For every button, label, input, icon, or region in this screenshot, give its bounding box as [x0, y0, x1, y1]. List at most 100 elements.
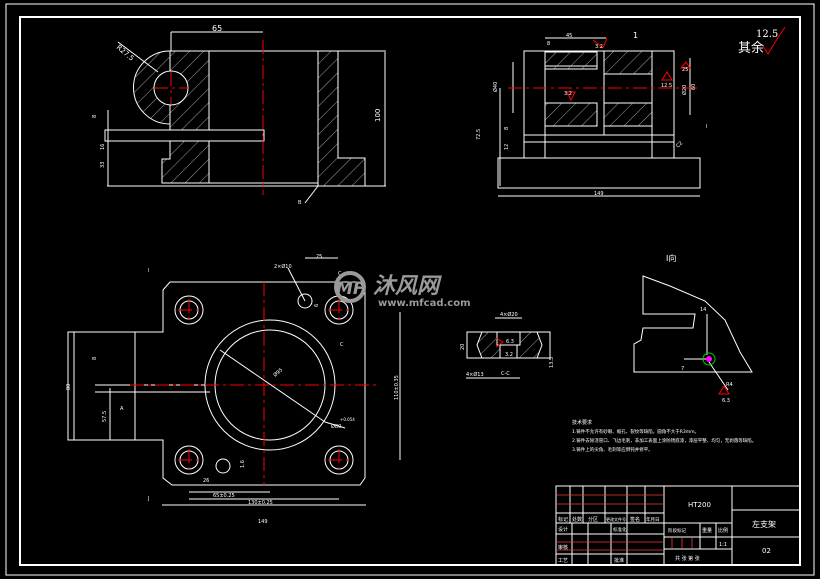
tb-standardize: 标准化	[613, 526, 627, 533]
cc-dim-bottom: 4×Ø13	[466, 371, 484, 378]
dim-2x10: 2×Ø10	[274, 263, 292, 270]
tolerance: +0.054	[340, 417, 355, 422]
tb-weight: 重量	[702, 527, 712, 534]
cc-dim-left: 20	[460, 344, 466, 350]
tb-drawing-no: 02	[762, 547, 771, 555]
view-i-dim-14: 14	[700, 307, 706, 313]
front-view	[104, 31, 386, 204]
tb-part-name: 左支架	[752, 519, 776, 529]
watermark: MF 沐风网 www.mfcad.com	[334, 271, 471, 309]
general-roughness-symbol	[762, 26, 786, 55]
roughness-a: 3.2	[595, 44, 603, 50]
dim-1: 1	[633, 31, 638, 40]
dim-8-side: 8	[547, 41, 550, 47]
general-roughness-value: 12.5	[756, 29, 778, 40]
outer-frame	[5, 3, 815, 576]
roughness-c: 12.5	[661, 83, 672, 89]
section-cc	[466, 317, 551, 379]
tb-stage: 阶段标记	[668, 527, 686, 534]
tb-scale-value: 1:1	[719, 542, 727, 548]
view-i-center	[706, 356, 712, 362]
dim-left-side-a: 8	[504, 127, 510, 130]
plan-view-centerlines	[130, 282, 380, 485]
section-mark-top: I	[148, 268, 149, 274]
dim-height-100: 100	[374, 109, 382, 122]
tb-design: 设计	[558, 526, 568, 533]
tech-line-3: 3.铸件上的尖角、毛刺等应倒钝并修平。	[572, 446, 653, 453]
dim-right-a: Ø20	[681, 85, 688, 95]
watermark-url: www.mfcad.com	[378, 298, 471, 309]
dim-130-tol: 130±0.25	[248, 500, 273, 506]
dim-80-left: 80	[66, 384, 72, 390]
dim-65: 65	[212, 24, 222, 33]
view-i-roughness: 6.3	[722, 398, 730, 404]
dim-left-side-b: 12	[504, 144, 510, 150]
dim-25: 25	[316, 254, 322, 260]
tech-title: 技术要求	[572, 419, 592, 426]
title-block-red-rows	[557, 494, 693, 551]
tb-header-2: 分区	[588, 516, 598, 523]
view-i-label: I向	[666, 253, 676, 263]
chamfer: C2	[675, 140, 684, 149]
section-cc-roughness	[495, 337, 504, 348]
dim-r27-5: R27.5	[115, 43, 136, 62]
section-c-bottom: C	[340, 342, 344, 348]
dim-d80: Ø80	[331, 423, 341, 430]
view-i-hole	[702, 352, 716, 366]
side-view	[497, 37, 701, 197]
tb-header-5: 年月日	[646, 516, 660, 523]
watermark-cn: 沐风网	[373, 274, 442, 299]
dim-149-side: 149	[594, 191, 604, 197]
roughness-b: 3.2	[564, 91, 572, 97]
dim-45: 45	[566, 33, 572, 39]
section-mark-i-side: I	[706, 124, 707, 130]
dim-6: 6	[314, 304, 320, 307]
general-roughness-label: 其余	[738, 40, 764, 56]
dim-110: 110±0.35	[394, 375, 400, 400]
dim-57-5: 57.5	[102, 411, 108, 422]
section-c-top: C	[338, 271, 342, 277]
inner-frame	[19, 16, 801, 566]
tb-approve: 批准	[614, 557, 624, 564]
watermark-logo-icon	[334, 271, 366, 303]
view-i-dim-r4: R4	[726, 382, 733, 388]
arrow-a: A	[120, 406, 124, 412]
dim-right-b: 60	[691, 84, 697, 90]
roughness-d: 25	[682, 67, 688, 73]
dim-1-6: 1.6	[240, 460, 246, 468]
dim-bore: Ø40	[492, 82, 499, 92]
dim-149: 149	[258, 519, 268, 525]
tb-header-1: 处数	[572, 516, 582, 523]
watermark-logo: MF	[336, 279, 365, 299]
view-i-dim-7: 7	[681, 366, 684, 372]
cc-label: C-C	[501, 371, 510, 377]
front-view-centerlines	[154, 40, 264, 195]
tb-header-4: 签名	[630, 516, 640, 523]
tb-header-0: 标记	[558, 516, 568, 523]
tb-scale: 比例	[718, 527, 728, 534]
dim-d95: Ø95	[272, 367, 284, 379]
cc-dim-top: 4×Ø20	[500, 311, 518, 318]
tb-sheet: 共 张 第 张	[675, 555, 700, 562]
cc-dim-right: 13.5	[549, 357, 555, 368]
view-i	[633, 275, 753, 391]
dim-26: 26	[203, 478, 209, 484]
tech-line-1: 1.铸件不允许有砂眼、缩孔、裂纹等缺陷，圆角不大于R3mm。	[572, 428, 699, 435]
tb-check: 审核	[558, 544, 568, 551]
tb-material: HT200	[688, 501, 711, 509]
section-mark-bottom: J	[147, 496, 149, 502]
tb-process: 工艺	[558, 558, 568, 564]
dim-65-tol: 65±0.25	[213, 493, 235, 499]
dim-slot: 8	[92, 115, 98, 118]
title-block	[555, 485, 801, 566]
tech-line-2: 2.铸件去除浇冒口、飞边毛刺，非加工表面上涂防锈底漆，漆层平整、均匀，无剥落等缺…	[572, 437, 756, 444]
cc-roughness: 6.3	[506, 339, 514, 345]
cc-roughness-b: 3.2	[505, 352, 513, 358]
tb-header-3: 更改文件号	[606, 516, 626, 522]
roughness-symbols-side	[566, 37, 691, 102]
leader-mark: B	[298, 200, 302, 206]
dim-left-b: 33	[100, 162, 106, 168]
dim-left-a: 16	[100, 144, 106, 150]
view-i-roughness-symbol	[718, 385, 730, 395]
